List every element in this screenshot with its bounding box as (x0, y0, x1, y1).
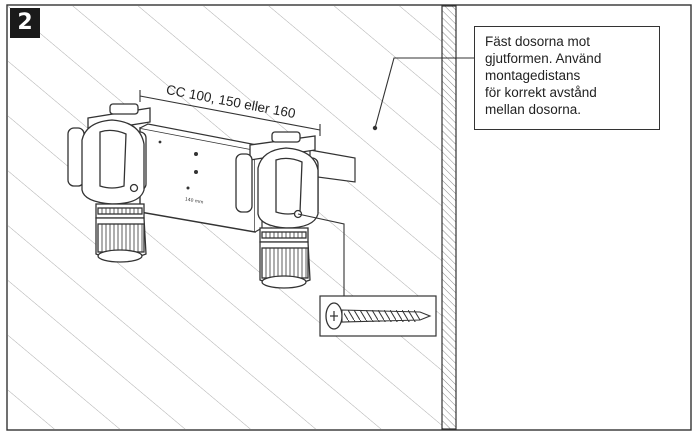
callout-line: Fäst dosorna mot (485, 34, 591, 49)
junction-box-icon (235, 131, 319, 289)
callout-leader-dot (372, 125, 378, 131)
callout-line: gjutformen. Använd (485, 51, 602, 66)
callout-line: mellan dosorna. (485, 102, 582, 117)
wall-section (441, 5, 457, 430)
instruction-callout: Fäst dosorna mot gjutformen. Använd mont… (474, 26, 660, 130)
screw-icon (319, 295, 437, 337)
junction-box-icon (67, 103, 151, 263)
callout-line: för korrekt avstånd (485, 85, 597, 100)
callout-line: montagedistans (485, 68, 581, 83)
screw-leader (297, 213, 345, 296)
plate-marking: 140 mm (184, 196, 204, 205)
step-number-badge: 2 (10, 8, 40, 38)
dimension-line (139, 90, 321, 136)
callout-leader (374, 57, 474, 129)
